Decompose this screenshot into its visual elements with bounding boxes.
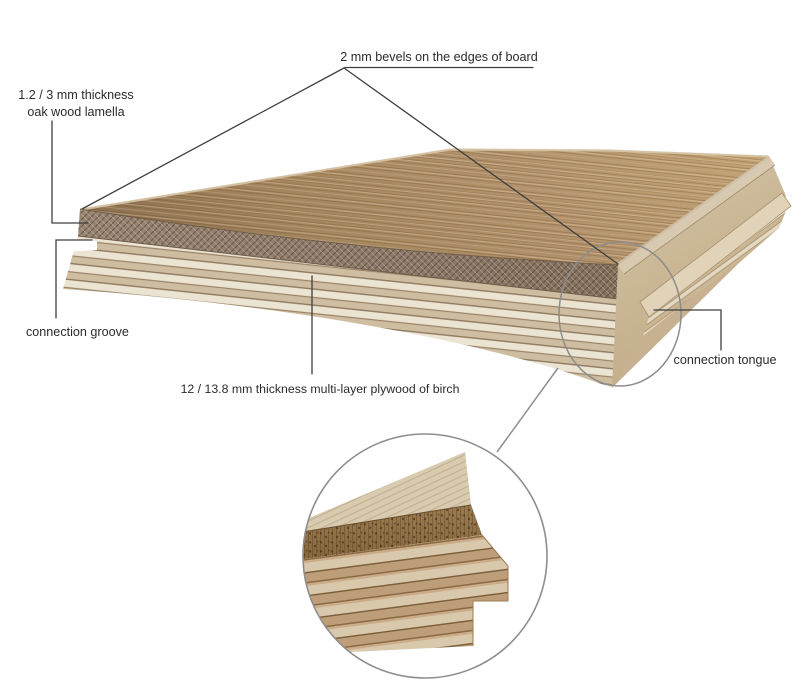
right-bevel-strip	[618, 156, 775, 274]
groove-notch	[63, 239, 97, 252]
board-illustration	[63, 148, 792, 388]
bevels-label: 2 mm bevels on the edges of board	[340, 50, 537, 64]
plywood-layers	[63, 236, 618, 388]
tongue-edge-plies	[643, 211, 786, 336]
lamella-plywood-joint	[77, 235, 619, 300]
back-edge-bevel	[80, 148, 769, 211]
right-face	[612, 156, 792, 388]
annotations: 2 mm bevels on the edges of board 1.2 / …	[18, 50, 776, 396]
groove-label: connection groove	[26, 325, 129, 339]
lamella-label-line2: oak wood lamella	[27, 105, 124, 119]
tongue-label: connection tongue	[674, 353, 777, 367]
front-face	[63, 209, 619, 388]
tongue-leader	[653, 309, 722, 351]
oak-grain-light	[80, 149, 769, 265]
bevels-leader-left	[81, 67, 345, 210]
groove-leader	[55, 239, 93, 319]
bevels-leader-right	[343, 67, 619, 265]
right-face-line	[623, 164, 776, 275]
lamella-label-line1: 1.2 / 3 mm thickness	[18, 88, 133, 102]
right-edge-bevel	[617, 156, 770, 265]
inset-plywood-tongue-profile	[303, 535, 508, 655]
magnifier-connector-line	[496, 367, 559, 453]
inset-oak-top-line	[303, 504, 472, 535]
inset-profile-edge	[472, 534, 509, 646]
tongue-band	[639, 192, 792, 318]
detail-inset-content	[303, 434, 547, 678]
plywood-label: 12 / 13.8 mm thickness multi-layer plywo…	[181, 382, 460, 396]
inset-top-surface-streaks	[303, 452, 471, 534]
inset-oak-pores	[303, 505, 482, 561]
magnifier-ellipse	[558, 241, 682, 387]
detail-circle	[302, 433, 548, 679]
oak-lamella-texture	[78, 209, 618, 299]
top-surface	[79, 148, 770, 266]
front-edge-line	[79, 208, 619, 266]
magnifier	[302, 241, 682, 679]
lamella-leader	[51, 120, 89, 224]
